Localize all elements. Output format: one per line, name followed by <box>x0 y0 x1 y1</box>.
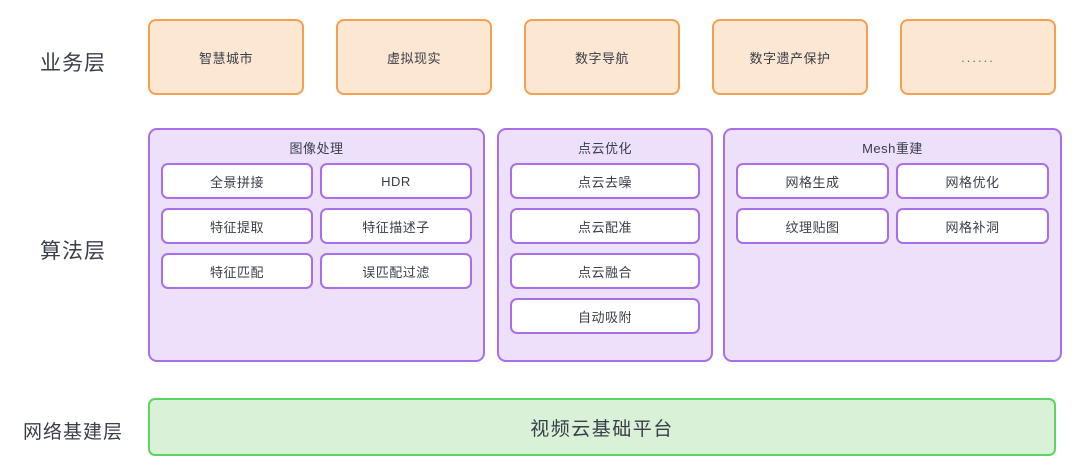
algorithm-item-label: 点云去噪 <box>577 174 632 190</box>
algorithm-item-mesh-optimization[interactable]: 网格优化 <box>896 163 1049 199</box>
algorithm-item-auto-snapping[interactable]: 自动吸附 <box>510 298 700 334</box>
algorithm-group-point-cloud-optimization: 点云优化 点云去噪 点云配准 点云融合 自动吸附 <box>497 128 713 362</box>
algorithm-item-label: 网格优化 <box>945 174 1000 190</box>
business-card-virtual-reality[interactable]: 虚拟现实 <box>336 19 492 95</box>
algorithm-item-label: 点云配准 <box>577 219 632 235</box>
algorithm-group-image-processing: 图像处理 全景拼接 HDR 特征提取 特征描述子 特征匹配 误匹配过 <box>148 128 485 362</box>
algorithm-item-label: 点云融合 <box>577 264 632 280</box>
algorithm-item-feature-matching[interactable]: 特征匹配 <box>161 253 313 289</box>
algorithm-group-title: 图像处理 <box>289 141 344 156</box>
algorithm-item-mesh-hole-filling[interactable]: 网格补洞 <box>896 208 1049 244</box>
business-card-digital-navigation[interactable]: 数字导航 <box>524 19 680 95</box>
algorithm-item-label: 特征提取 <box>209 219 264 235</box>
business-card-digital-heritage-protection[interactable]: 数字遗产保护 <box>712 19 868 95</box>
business-layer-row: 智慧城市 虚拟现实 数字导航 数字遗产保护 ...... <box>148 19 1056 95</box>
algorithm-item-label: HDR <box>381 173 411 189</box>
algorithm-item-mesh-generation[interactable]: 网格生成 <box>736 163 889 199</box>
business-card-label: 数字导航 <box>574 50 629 66</box>
algorithm-item-label: 特征描述子 <box>362 219 430 235</box>
algorithm-item-texture-mapping[interactable]: 纹理贴图 <box>736 208 889 244</box>
business-card-more[interactable]: ...... <box>900 19 1056 95</box>
business-card-label: 智慧城市 <box>198 50 253 66</box>
algorithm-item-feature-descriptor[interactable]: 特征描述子 <box>320 208 472 244</box>
layer-label-algorithm: 算法层 <box>40 240 106 263</box>
business-card-label: 虚拟现实 <box>386 50 441 66</box>
algorithm-group-title: Mesh重建 <box>862 141 923 156</box>
algorithm-item-label: 纹理贴图 <box>785 219 840 235</box>
algorithm-item-label: 全景拼接 <box>209 174 264 190</box>
algorithm-item-label: 特征匹配 <box>209 264 264 280</box>
algorithm-group-items: 网格生成 网格优化 纹理贴图 网格补洞 <box>736 163 1049 244</box>
algorithm-item-label: 网格补洞 <box>945 219 1000 235</box>
layer-label-business: 业务层 <box>40 52 106 75</box>
algorithm-group-mesh-reconstruction: Mesh重建 网格生成 网格优化 纹理贴图 网格补洞 <box>723 128 1062 362</box>
algorithm-item-point-cloud-registration[interactable]: 点云配准 <box>510 208 700 244</box>
algorithm-item-label: 误匹配过滤 <box>362 264 430 280</box>
algorithm-group-title: 点云优化 <box>577 141 632 156</box>
algorithm-item-mismatch-filtering[interactable]: 误匹配过滤 <box>320 253 472 289</box>
business-card-label: 数字遗产保护 <box>749 50 831 66</box>
network-layer-row: 视频云基础平台 <box>148 398 1056 456</box>
algorithm-item-point-cloud-fusion[interactable]: 点云融合 <box>510 253 700 289</box>
algorithm-item-panorama-stitching[interactable]: 全景拼接 <box>161 163 313 199</box>
algorithm-item-label: 网格生成 <box>785 174 840 190</box>
algorithm-group-items: 全景拼接 HDR 特征提取 特征描述子 特征匹配 误匹配过滤 <box>161 163 472 289</box>
network-card-video-cloud-platform[interactable]: 视频云基础平台 <box>148 398 1056 456</box>
algorithm-item-feature-extraction[interactable]: 特征提取 <box>161 208 313 244</box>
algorithm-item-label: 自动吸附 <box>577 309 632 325</box>
algorithm-item-point-cloud-denoising[interactable]: 点云去噪 <box>510 163 700 199</box>
network-card-label: 视频云基础平台 <box>530 418 674 440</box>
algorithm-layer-row: 图像处理 全景拼接 HDR 特征提取 特征描述子 特征匹配 误匹配过 <box>148 128 1062 362</box>
layer-label-network-infrastructure: 网络基建层 <box>22 422 123 443</box>
algorithm-group-items: 点云去噪 点云配准 点云融合 自动吸附 <box>510 163 700 334</box>
business-card-label: ...... <box>961 49 995 65</box>
algorithm-item-hdr[interactable]: HDR <box>320 163 472 199</box>
business-card-smart-city[interactable]: 智慧城市 <box>148 19 304 95</box>
